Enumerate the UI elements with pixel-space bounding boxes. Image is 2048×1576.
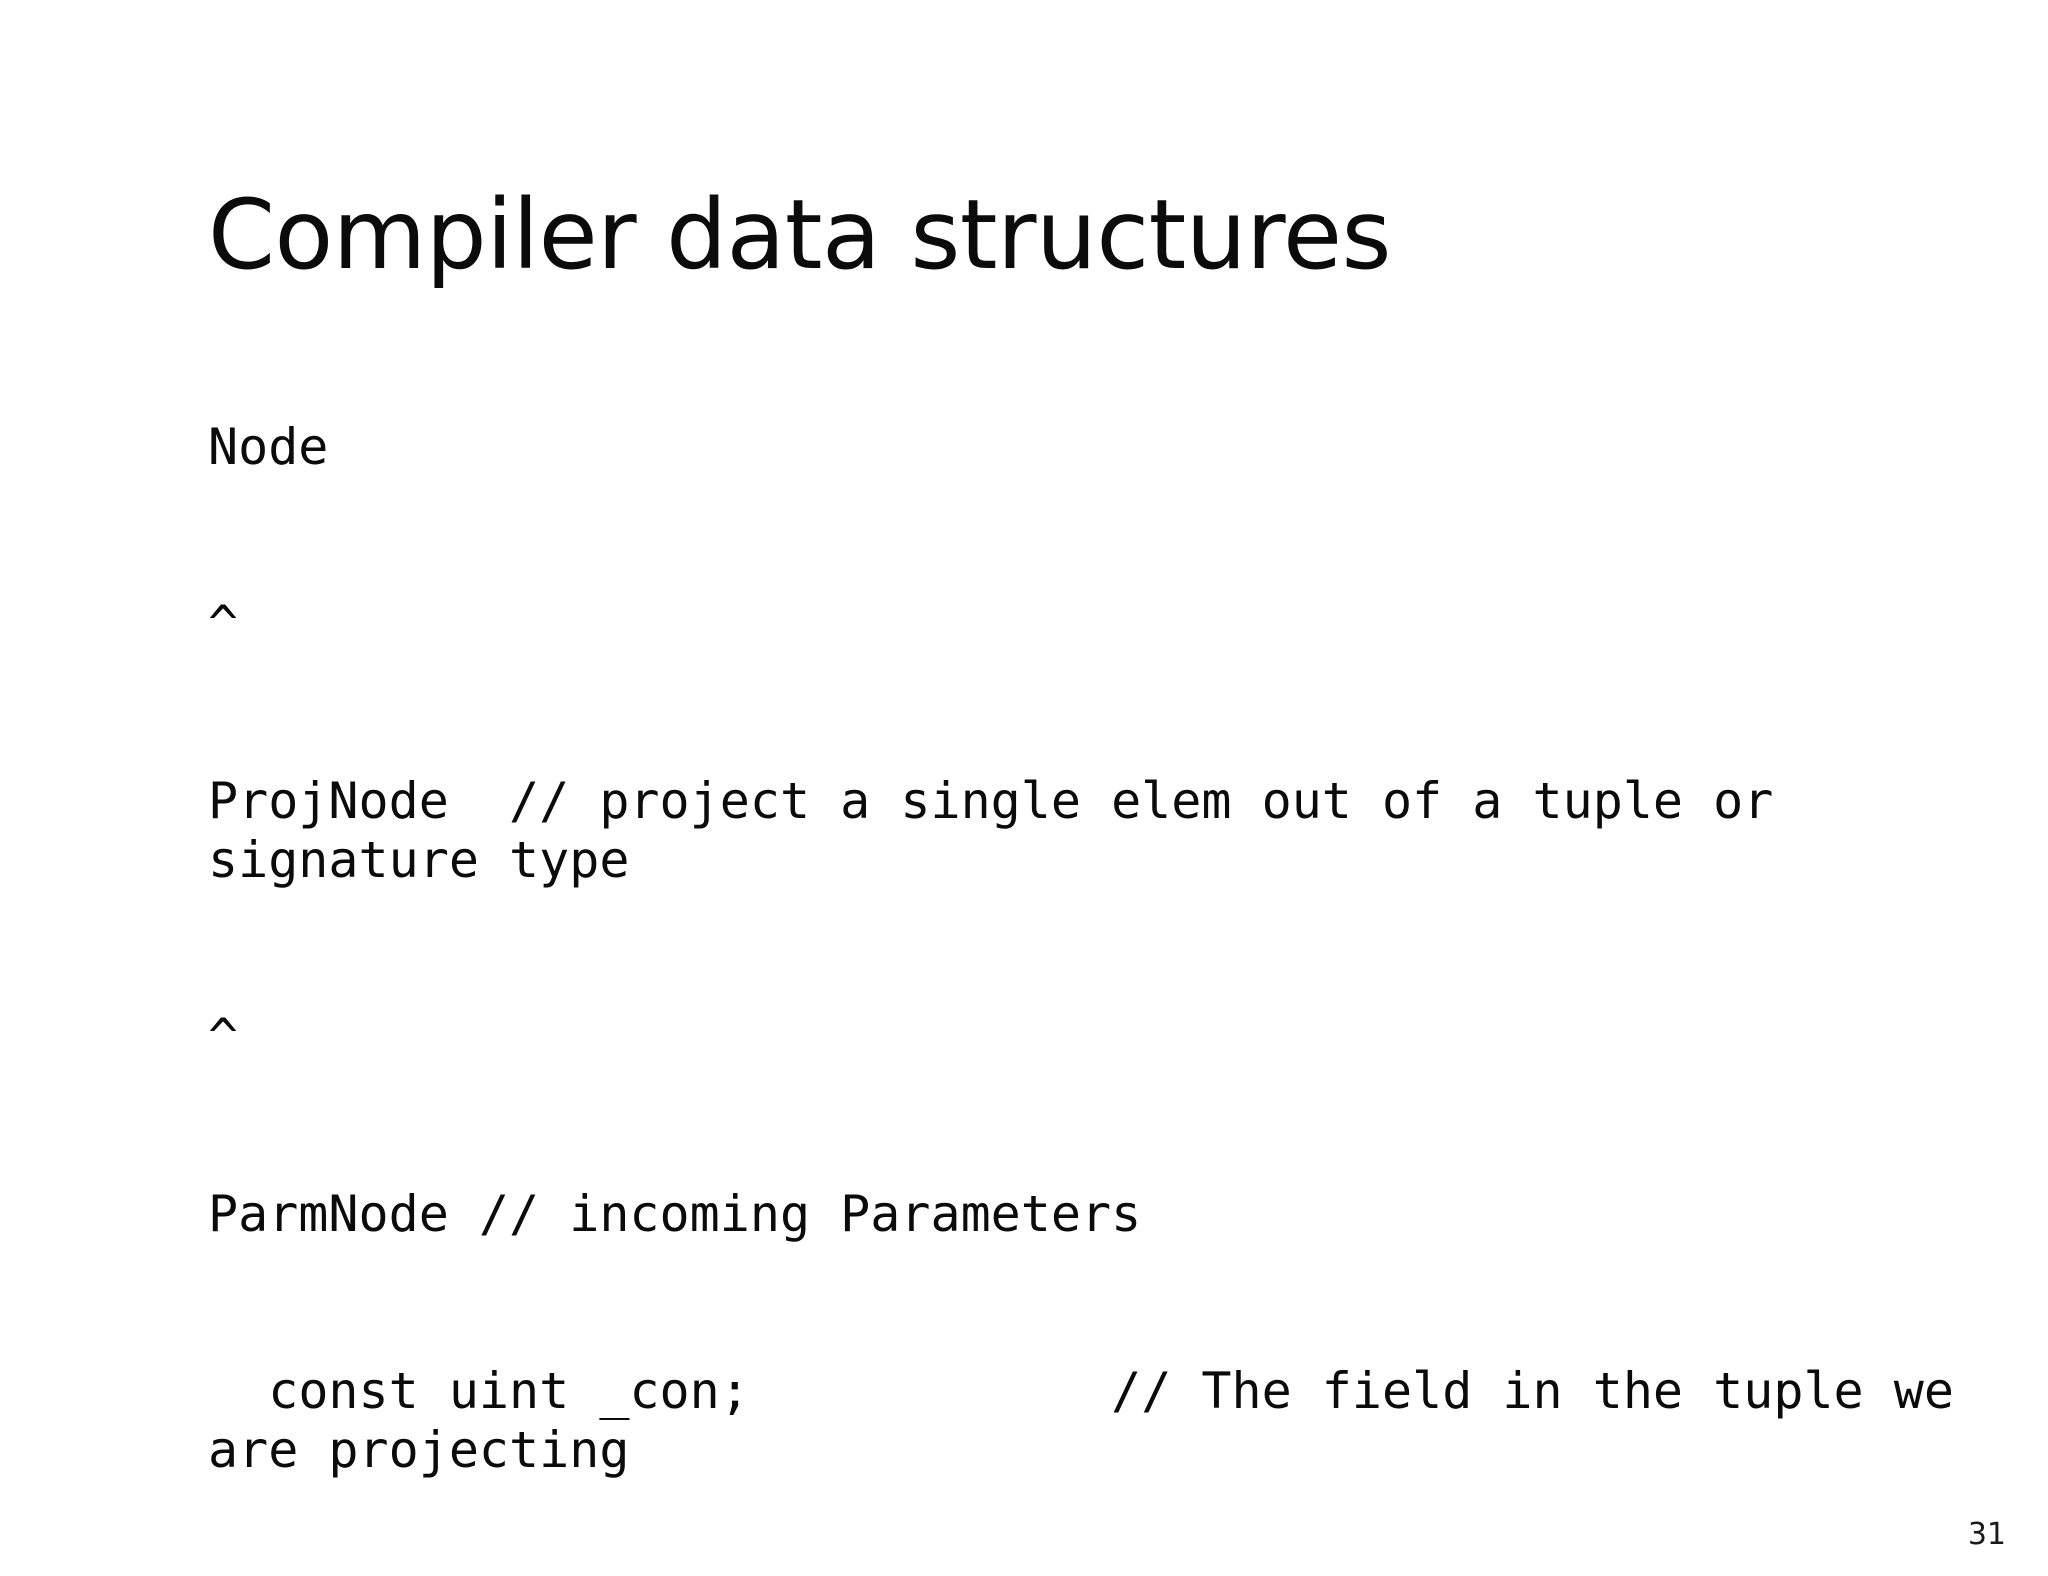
code-line: ^ bbox=[208, 1008, 239, 1066]
page-number: 31 bbox=[1967, 1517, 2006, 1552]
code-line: ^ bbox=[208, 595, 239, 653]
code-body: Node ^ ProjNode // project a single elem… bbox=[208, 300, 1968, 1576]
code-line: const uint _con; // The field in the tup… bbox=[208, 1362, 1985, 1479]
code-line: ParmNode // incoming Parameters bbox=[208, 1185, 1142, 1243]
code-line: ProjNode // project a single elem out of… bbox=[208, 772, 1804, 889]
code-line: Node bbox=[208, 418, 329, 476]
page-title: Compiler data structures bbox=[208, 179, 1392, 292]
